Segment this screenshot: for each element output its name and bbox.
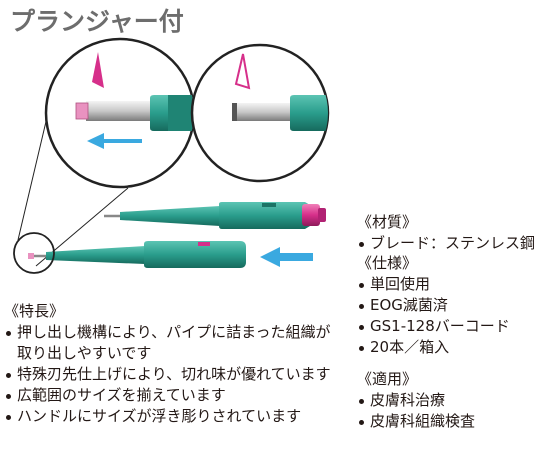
- zoom-source-circle: [13, 232, 55, 274]
- list-item: GS1-128バーコード: [357, 316, 510, 337]
- specs-section: 《仕様》 単回使用 EOG滅菌済 GS1-128バーコード 20本／箱入: [357, 253, 510, 358]
- features-section: 《特長》 押し出し機構により、パイプに詰まった組織が 取り出しやすいです 特殊刃…: [4, 301, 331, 427]
- uses-section: 《適用》 皮膚科治療 皮膚科組織検査: [357, 369, 475, 432]
- list-item: ブレード：ステンレス鋼: [357, 233, 535, 254]
- blade-marker-solid: [92, 52, 104, 88]
- specs-heading: 《仕様》: [357, 254, 418, 272]
- feature-text: 特殊刃先仕上げにより、切れ味が優れています: [17, 365, 331, 383]
- arrow-push-icon: [260, 247, 313, 267]
- list-item: 押し出し機構により、パイプに詰まった組織が 取り出しやすいです: [4, 322, 331, 364]
- zoom-circle-retracted: [190, 43, 330, 183]
- feature-text: 広範囲のサイズを揃えています: [17, 386, 226, 404]
- feature-text: 押し出し機構により、パイプに詰まった組織が: [17, 323, 331, 341]
- feature-text-continued: 取り出しやすいです: [17, 344, 152, 362]
- arrow-left-icon: [87, 133, 142, 149]
- list-item: EOG滅菌済: [357, 295, 510, 316]
- list-item: 特殊刃先仕上げにより、切れ味が優れています: [4, 364, 331, 385]
- uses-heading: 《適用》: [357, 370, 418, 388]
- page-title: プランジャー付: [10, 7, 184, 36]
- materials-heading: 《材質》: [357, 213, 418, 231]
- features-list: 押し出し機構により、パイプに詰まった組織が 取り出しやすいです 特殊刃先仕上げに…: [4, 322, 331, 427]
- features-heading: 《特長》: [4, 302, 65, 320]
- zoom-circle-extended: [44, 37, 196, 189]
- specs-list: 単回使用 EOG滅菌済 GS1-128バーコード 20本／箱入: [357, 274, 510, 358]
- list-item: 広範囲のサイズを揃えています: [4, 385, 331, 406]
- feature-text: ハンドルにサイズが浮き彫りされています: [17, 407, 302, 425]
- punch-upper: [104, 202, 326, 229]
- uses-list: 皮膚科治療 皮膚科組織検査: [357, 390, 475, 432]
- materials-list: ブレード：ステンレス鋼: [357, 233, 535, 254]
- punch-lower: [28, 241, 246, 268]
- list-item: 皮膚科治療: [357, 390, 475, 411]
- list-item: 皮膚科組織検査: [357, 411, 475, 432]
- materials-section: 《材質》 ブレード：ステンレス鋼: [357, 212, 535, 254]
- list-item: ハンドルにサイズが浮き彫りされています: [4, 406, 331, 427]
- list-item: 20本／箱入: [357, 337, 510, 358]
- blade-marker-outline: [234, 53, 251, 90]
- list-item: 単回使用: [357, 274, 510, 295]
